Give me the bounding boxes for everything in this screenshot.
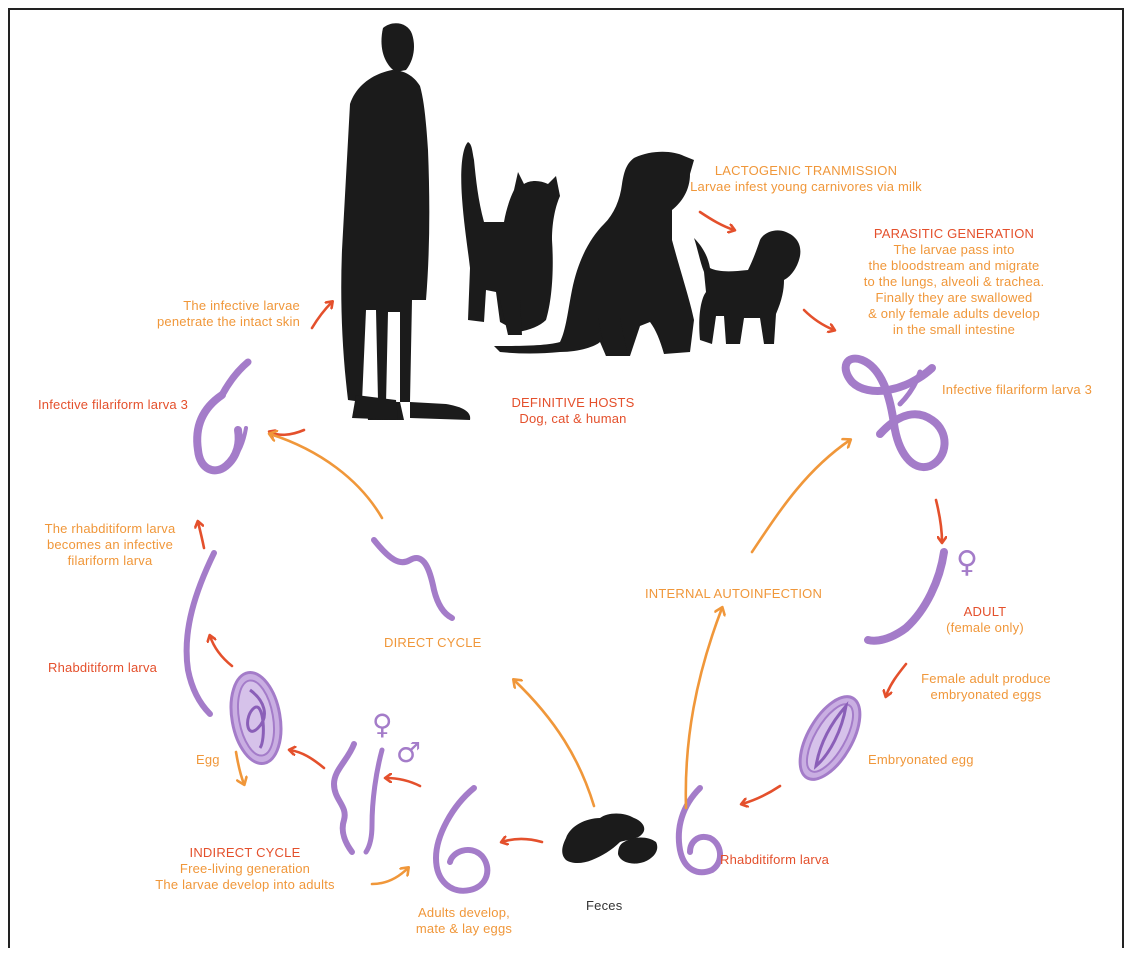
parasitic-line: in the small intestine — [834, 322, 1074, 338]
female-symbol: ♀ — [372, 708, 393, 741]
infective-larvae-line: penetrate the intact skin — [110, 314, 300, 330]
indirect-line: Free-living generation — [120, 861, 370, 877]
direct-cycle-label: DIRECT CYCLE — [384, 635, 482, 651]
puppy-silhouette-icon — [694, 230, 800, 344]
human-silhouette-icon — [341, 23, 470, 420]
adults-develop-label: Adults develop, mate & lay eggs — [394, 905, 534, 937]
definitive-hosts-title: DEFINITIVE HOSTS — [488, 395, 658, 411]
feces-label: Feces — [586, 898, 622, 914]
arrow — [886, 664, 906, 696]
feces-icon — [562, 814, 657, 864]
arrow — [312, 302, 332, 328]
egg-icon — [224, 669, 872, 789]
indirect-line: The larvae develop into adults — [120, 877, 370, 893]
arrow — [236, 752, 244, 784]
female-adult-label: Female adult produce embryonated eggs — [906, 671, 1066, 703]
adult-label: ADULT (female only) — [930, 604, 1040, 636]
egg-label: Egg — [196, 752, 220, 768]
arrow — [936, 500, 942, 542]
male-symbol: ♂ — [396, 736, 421, 769]
indirect-title: INDIRECT CYCLE — [120, 845, 370, 861]
rhabditiform-right-label: Rhabditiform larva — [720, 852, 829, 868]
orange-arrows — [236, 434, 850, 884]
definitive-hosts-text: Dog, cat & human — [488, 411, 658, 427]
arrow — [742, 786, 780, 804]
rhabditiform-becomes-line: filariform larva — [20, 553, 200, 569]
lactogenic-text: Larvae infest young carnivores via milk — [672, 179, 940, 195]
indirect-cycle-label: INDIRECT CYCLE Free-living generation Th… — [120, 845, 370, 893]
adult-text: (female only) — [930, 620, 1040, 636]
female-adult-line: Female adult produce — [906, 671, 1066, 687]
parasitic-line: & only female adults develop — [834, 306, 1074, 322]
lactogenic-label: LACTOGENIC TRANMISSION Larvae infest you… — [672, 163, 940, 195]
parasitic-line: Finally they are swallowed — [834, 290, 1074, 306]
arrow — [290, 750, 324, 768]
arrow — [210, 636, 232, 666]
cat-silhouette-icon — [461, 142, 560, 335]
rhabditiform-becomes-label: The rhabditiform larva becomes an infect… — [20, 521, 200, 569]
adults-develop-line: Adults develop, — [394, 905, 534, 921]
adult-title: ADULT — [930, 604, 1040, 620]
arrow — [372, 868, 408, 884]
internal-autoinfection-label: INTERNAL AUTOINFECTION — [645, 586, 822, 602]
female-symbol: ♀ — [956, 545, 978, 580]
adults-develop-line: mate & lay eggs — [394, 921, 534, 937]
parasitic-line: the bloodstream and migrate — [834, 258, 1074, 274]
infective-filariform-right-label: Infective filariform larva 3 — [942, 382, 1092, 398]
arrow — [270, 434, 382, 518]
definitive-hosts-label: DEFINITIVE HOSTS Dog, cat & human — [488, 395, 658, 427]
parasitic-title: PARASITIC GENERATION — [834, 226, 1074, 242]
rhabditiform-left-label: Rhabditiform larva — [48, 660, 157, 676]
infective-larvae-label: The infective larvae penetrate the intac… — [110, 298, 300, 330]
parasitic-line: to the lungs, alveoli & trachea. — [834, 274, 1074, 290]
arrow — [686, 608, 722, 808]
arrow — [386, 778, 420, 786]
arrow — [700, 212, 734, 230]
embryonated-egg-label: Embryonated egg — [868, 752, 974, 768]
female-adult-line: embryonated eggs — [906, 687, 1066, 703]
rhabditiform-becomes-line: becomes an infective — [20, 537, 200, 553]
rhabditiform-becomes-line: The rhabditiform larva — [20, 521, 200, 537]
parasitic-generation-label: PARASITIC GENERATION The larvae pass int… — [834, 226, 1074, 338]
infective-filariform-left-label: Infective filariform larva 3 — [38, 397, 188, 413]
larva-icon — [187, 359, 945, 891]
parasitic-line: The larvae pass into — [834, 242, 1074, 258]
arrow — [804, 310, 834, 330]
lactogenic-title: LACTOGENIC TRANMISSION — [672, 163, 940, 179]
arrow — [270, 430, 304, 435]
infective-larvae-line: The infective larvae — [110, 298, 300, 314]
arrow — [514, 680, 594, 806]
arrow — [502, 839, 542, 842]
arrow — [752, 440, 850, 552]
